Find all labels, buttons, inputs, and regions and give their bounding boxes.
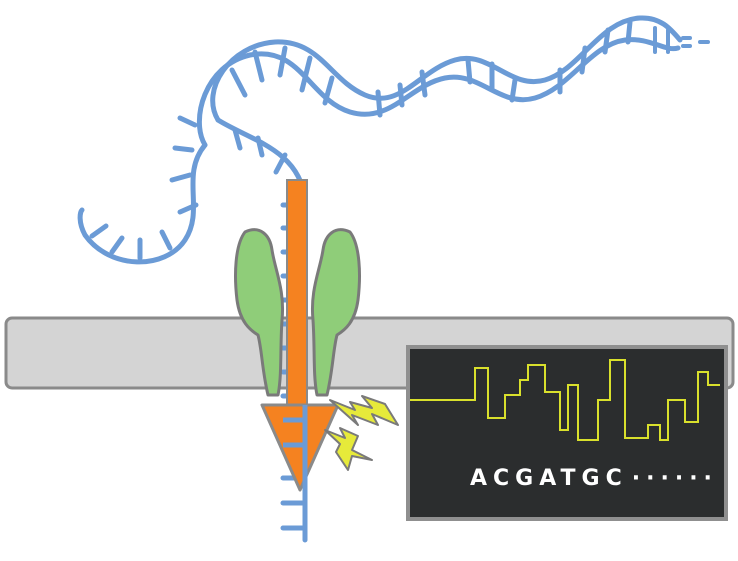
- current-trace-display: ACGATGC······: [406, 345, 728, 521]
- nanopore-protein: [234, 228, 361, 397]
- motor-enzyme-rod: [286, 179, 308, 411]
- double-stranded-dna: [196, 15, 710, 148]
- sequence-readout: ACGATGC······: [470, 466, 718, 491]
- current-trace: [410, 359, 720, 441]
- lightning-bolt-icon: [324, 395, 399, 471]
